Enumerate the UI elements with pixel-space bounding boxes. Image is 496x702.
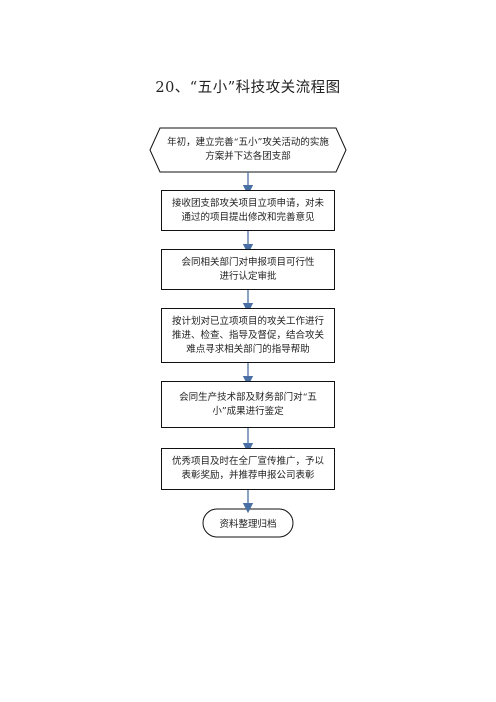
step-result-appraisal: 会同生产技术部及财务部门对“五小”成果进行鉴定	[161, 381, 335, 428]
step-review-application: 接收团支部攻关项目立项申请，对未通过的项目提出修改和完善意见	[161, 190, 335, 231]
step-promotion-reward-text: 优秀项目及时在全厂宣传推广，予以表彰奖励，并推荐申报公司表彰	[171, 456, 324, 481]
step-feasibility-approval: 会同相关部门对申报项目可行性进行认定审批	[161, 249, 335, 290]
end-step-text: 资料整理归档	[219, 519, 277, 530]
step-result-appraisal-text: 会同生产技术部及财务部门对“五小”成果进行鉴定	[179, 391, 317, 417]
step-feasibility-approval-text: 会同相关部门对申报项目可行性进行认定审批	[181, 256, 315, 282]
step-progress-supervision: 按计划对已立项项目的攻关工作进行推进、检查、指导及督促，结合攻关难点寻求相关部门…	[161, 308, 335, 363]
step-review-application-text: 接收团支部攻关项目立项申请，对未通过的项目提出修改和完善意见	[171, 197, 324, 223]
page-title: 20、“五小”科技攻关流程图	[155, 80, 341, 96]
end-step: 资料整理归档	[203, 509, 293, 537]
start-step-text: 年初，建立完善“五小”攻关活动的实施方案并下达各团支部	[167, 137, 329, 162]
start-step: 年初，建立完善“五小”攻关活动的实施方案并下达各团支部	[150, 128, 346, 172]
step-promotion-reward: 优秀项目及时在全厂宣传推广，予以表彰奖励，并推荐申报公司表彰	[161, 448, 335, 490]
step-progress-supervision-text: 按计划对已立项项目的攻关工作进行推进、检查、指导及督促，结合攻关难点寻求相关部门…	[171, 315, 324, 355]
start-hexagon	[149, 127, 347, 173]
